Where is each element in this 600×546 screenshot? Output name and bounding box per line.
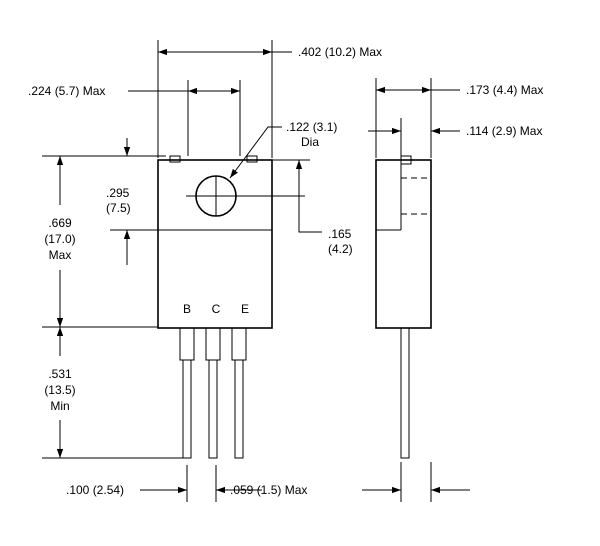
dim-label-side-thickness: .173 (4.4) Max [466, 83, 543, 97]
dim-lead-thickness: .059 (1.5) Max [230, 462, 470, 502]
dim-label-tab-height-in: .295 [106, 186, 130, 200]
dim-label-tab-spacing: .224 (5.7) Max [28, 84, 105, 98]
dim-body-height: .669 (17.0) Max [42, 156, 158, 328]
dim-label-body-height-in: .669 [48, 216, 72, 230]
dim-label-lead-length-in: .531 [48, 367, 72, 381]
dim-label-lead-length-note: Min [50, 399, 69, 413]
dim-lead-pitch: .100 (2.54) [66, 465, 262, 502]
lead-base [182, 359, 192, 459]
lead-shoulder-emitter [231, 327, 247, 361]
tab-notch-right [246, 155, 258, 163]
dim-side-thickness: .173 (4.4) Max [375, 78, 543, 158]
tab-notch-left [169, 155, 181, 163]
dim-hole-diameter: .122 (3.1) Dia [229, 120, 337, 179]
side-body [375, 159, 432, 329]
dim-label-tab-height-mm: (7.5) [106, 201, 131, 215]
dim-label-lead-thickness: .059 (1.5) Max [230, 483, 307, 497]
dim-hole-offset: .165 (4.2) [272, 159, 353, 256]
dim-tab-spacing: .224 (5.7) Max [28, 80, 241, 156]
dim-label-hole-dia-suffix: Dia [301, 135, 319, 149]
side-tab-notch [400, 155, 412, 165]
dim-tab-height: .295 (7.5) [42, 138, 166, 265]
pin-label-emitter: E [241, 302, 249, 316]
dim-label-hole-offset-mm: (4.2) [328, 242, 353, 256]
pin-label-collector: C [212, 302, 221, 316]
dim-label-body-height-note: Max [49, 248, 72, 262]
front-view: B C E [157, 155, 305, 459]
dim-lead-length: .531 (13.5) Min [42, 327, 185, 459]
dim-label-body-height-mm: (17.0) [44, 232, 75, 246]
dim-label-lead-pitch: .100 (2.54) [66, 483, 124, 497]
dim-body-width: .402 (10.2) Max [157, 40, 382, 158]
dim-side-tab-thickness: .114 (2.9) Max [368, 118, 542, 158]
side-lead [400, 327, 410, 459]
dim-label-side-tab-thickness: .114 (2.9) Max [466, 124, 542, 138]
side-view [375, 155, 432, 459]
dim-label-hole-offset-in: .165 [328, 227, 352, 241]
dim-label-lead-length-mm: (13.5) [44, 383, 75, 397]
lead-shoulder-base [179, 327, 195, 361]
pin-label-base: B [183, 302, 191, 316]
dim-label-hole-dia: .122 (3.1) [286, 120, 337, 134]
lead-emitter [234, 359, 244, 459]
lead-collector [208, 359, 218, 459]
dim-label-body-width: .402 (10.2) Max [298, 45, 382, 59]
lead-shoulder-collector [205, 327, 221, 361]
